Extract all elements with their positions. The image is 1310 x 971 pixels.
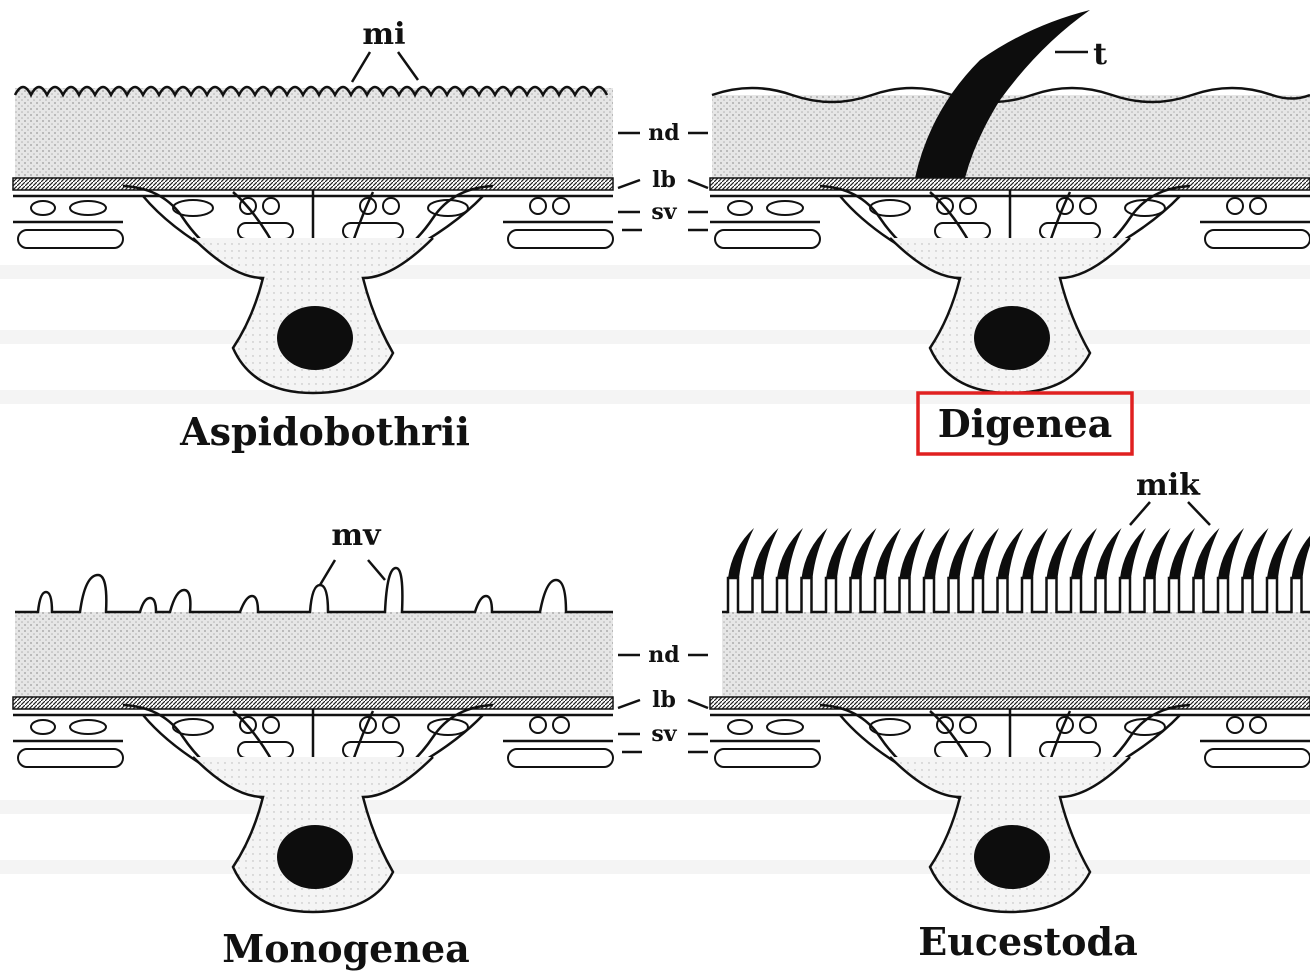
label-mv: mv <box>331 518 382 553</box>
microthrix-spine-15 <box>1096 528 1122 578</box>
label-nd-top: nd <box>648 120 679 146</box>
microthrix-spine-6 <box>875 528 901 578</box>
label-sv-top: sv <box>651 199 677 225</box>
microthrix-spine-23 <box>1292 528 1310 578</box>
microthrix-spine-2 <box>777 528 803 578</box>
panel-digenea: t Digenea <box>710 10 1310 454</box>
title-eucestoda: Eucestoda <box>918 919 1137 964</box>
title-aspidobothrii: Aspidobothrii <box>179 409 470 454</box>
microthrix-spine-7 <box>900 528 926 578</box>
microthrix-spine-9 <box>949 528 975 578</box>
center-labels-top: nd lb sv <box>618 120 708 230</box>
label-nd-bottom: nd <box>648 642 679 668</box>
microthrix-spine-12 <box>1022 528 1048 578</box>
microthrix-spine-21 <box>1243 528 1269 578</box>
panel-monogenea: mv Monogenea <box>13 518 613 971</box>
microtriches-base <box>722 578 1310 612</box>
title-monogenea: Monogenea <box>222 926 470 971</box>
microthrix-spine-8 <box>924 528 950 578</box>
panel-eucestoda: mik Eucestoda <box>710 468 1310 964</box>
pointer-mi <box>352 52 418 82</box>
label-mik: mik <box>1136 468 1201 503</box>
title-digenea: Digenea <box>938 401 1113 446</box>
label-mi: mi <box>362 17 405 52</box>
microthrix-spine-11 <box>998 528 1024 578</box>
microthrix-spine-17 <box>1145 528 1171 578</box>
microthrix-spine-22 <box>1267 528 1293 578</box>
center-labels-bottom: nd lb sv <box>618 642 708 752</box>
background-text-ghost <box>0 265 1310 874</box>
microthrix-spine-13 <box>1047 528 1073 578</box>
microthrix-spine-16 <box>1120 528 1146 578</box>
label-t: t <box>1093 37 1107 72</box>
microthrix-spine-14 <box>1071 528 1097 578</box>
microtriches <box>722 528 1310 612</box>
microthrix-spine-5 <box>851 528 877 578</box>
microthrix-spine-19 <box>1194 528 1220 578</box>
pointer-mik <box>1130 502 1210 525</box>
label-lb-bottom: lb <box>652 687 676 713</box>
microthrix-spine-10 <box>973 528 999 578</box>
microthrix-spine-1 <box>753 528 779 578</box>
microvilli-surface <box>15 568 613 612</box>
microthrix-spine-20 <box>1218 528 1244 578</box>
microthrix-spine-4 <box>826 528 852 578</box>
pointer-mv <box>320 560 385 585</box>
microthrix-spine-3 <box>802 528 828 578</box>
label-sv-bottom: sv <box>651 721 677 747</box>
panel-aspidobothrii: mi Aspidobothrii <box>13 17 613 454</box>
microthrix-spine-0 <box>728 528 754 578</box>
label-lb-top: lb <box>652 167 676 193</box>
microthrix-spine-18 <box>1169 528 1195 578</box>
